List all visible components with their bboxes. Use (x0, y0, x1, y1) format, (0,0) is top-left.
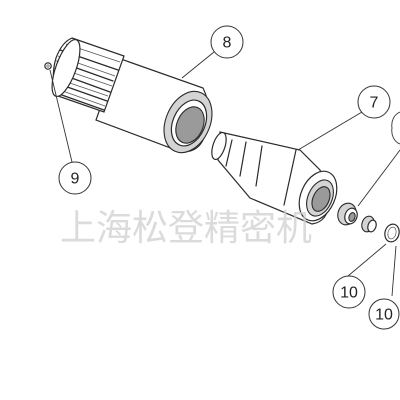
part-8-knob (51, 37, 213, 154)
part-10-ring-a (337, 202, 358, 226)
leader-9 (49, 69, 73, 163)
svg-text:10: 10 (340, 285, 358, 302)
callout-9: 9 (58, 161, 92, 195)
o-ring (384, 223, 400, 243)
svg-text:7: 7 (370, 95, 379, 112)
part-7-nozzle (211, 131, 338, 225)
svg-text:8: 8 (223, 35, 232, 52)
part-10-bushing (361, 215, 377, 233)
callout-partial-edge (391, 111, 400, 145)
leader-10b (391, 245, 397, 297)
leader-10a (347, 243, 387, 277)
leader-offscreen (357, 149, 400, 207)
leader-7 (297, 111, 363, 151)
callout-10-b: 10 (368, 298, 400, 330)
callout-8: 8 (210, 25, 244, 59)
watermark-text: 上海松登精密机 (60, 208, 312, 249)
svg-text:9: 9 (71, 171, 80, 188)
callout-7: 7 (357, 85, 391, 119)
part-9-pin (44, 62, 52, 70)
leader-8 (181, 51, 215, 79)
callout-10-a: 10 (332, 275, 366, 309)
svg-text:10: 10 (375, 307, 393, 324)
